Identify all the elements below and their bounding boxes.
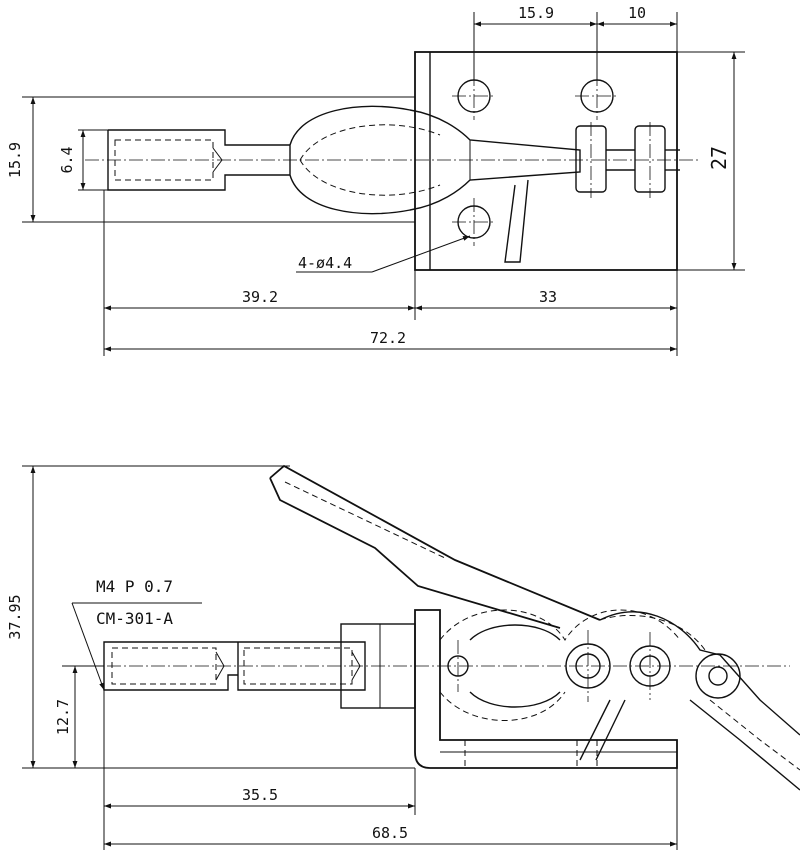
hole-callout-leader (296, 235, 471, 273)
top-view: 15.9 10 15.9 6.4 27 4-ø4.4 (6, 4, 745, 356)
base-plate-outline (414, 51, 678, 271)
dim-lengths-side (103, 690, 678, 850)
pivot-pins (447, 630, 741, 702)
hole-callout-label: 4-ø4.4 (298, 254, 352, 272)
dim-label-base-height: 27 (707, 146, 731, 170)
dim-label-shaft-height: 12.7 (54, 699, 72, 735)
housing-side (439, 609, 681, 761)
plunger-side (85, 623, 790, 709)
dim-label-overall-length-top: 72.2 (370, 329, 406, 347)
linkage-pins (575, 122, 680, 198)
side-view: M4 P 0.7 CM-301-A 37.95 12.7 35.5 68.5 (6, 464, 800, 850)
dim-label-overall-length-side: 68.5 (372, 824, 408, 842)
dim-label-hole-spacing-b: 10 (628, 4, 646, 22)
handle-top (289, 105, 581, 263)
dim-shaft-height (62, 665, 104, 768)
model-label: CM-301-A (96, 609, 173, 628)
dim-label-stroke-length: 35.5 (242, 786, 278, 804)
dim-overall-height (22, 465, 415, 769)
dim-label-shaft-length: 39.2 (242, 288, 278, 306)
dim-lengths-top (103, 190, 678, 356)
dim-label-shaft-offset: 15.9 (6, 142, 24, 178)
thread-spec-label: M4 P 0.7 (96, 577, 173, 596)
dim-label-base-length: 33 (539, 288, 557, 306)
dim-base-height (677, 51, 745, 271)
handle-arm (269, 464, 800, 791)
dim-thread-dia (78, 129, 108, 191)
plunger-shaft (85, 129, 700, 191)
dim-shaft-offset (22, 96, 415, 223)
dim-label-thread-dia: 6.4 (58, 146, 76, 173)
dim-label-overall-height: 37.95 (6, 594, 24, 639)
dim-label-hole-spacing-a: 15.9 (518, 4, 554, 22)
dim-hole-spacing (473, 12, 678, 80)
base-bracket (414, 609, 678, 769)
mounting-holes (452, 72, 619, 246)
